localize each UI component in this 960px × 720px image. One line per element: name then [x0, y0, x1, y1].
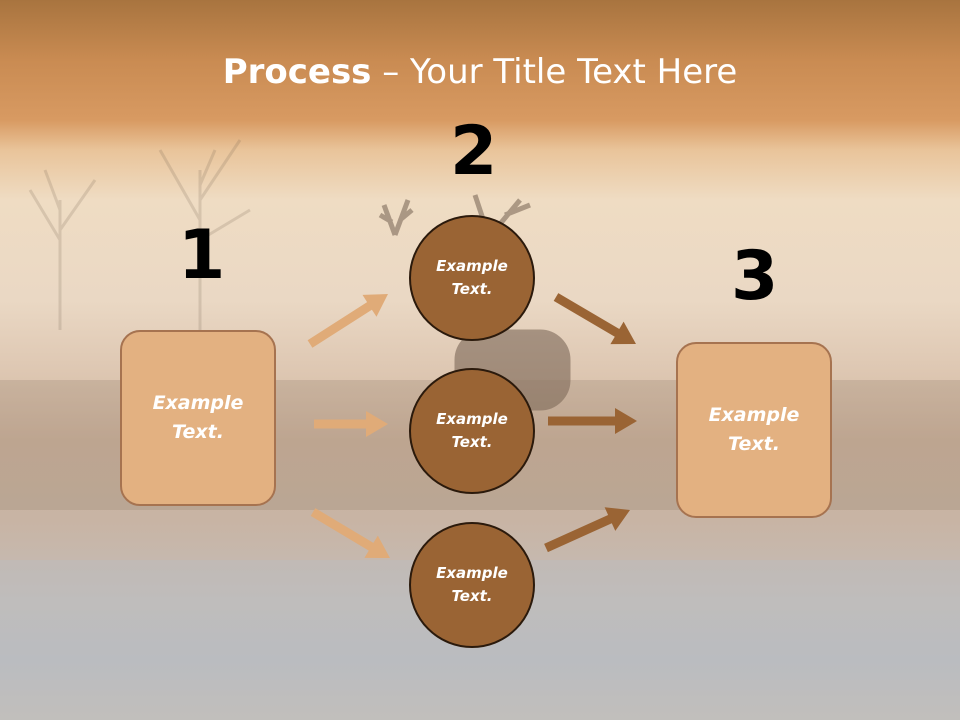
- tree-silhouette: [28, 139, 251, 330]
- step-2-circle-3: Example Text.: [409, 522, 535, 648]
- step-2-number: 2: [450, 112, 498, 191]
- step-1-box: Example Text.: [120, 330, 276, 506]
- title-bold: Process: [222, 52, 372, 92]
- step-2-circle-1-text: Example Text.: [436, 257, 508, 298]
- step-3-box: Example Text.: [676, 342, 832, 518]
- step-2-circle-1: Example Text.: [409, 215, 535, 341]
- arrow-2-bottom-to-3: [544, 507, 630, 553]
- arrow-1-to-2-middle: [314, 411, 388, 437]
- arrow-2-top-to-3: [553, 293, 636, 345]
- step-2-circle-3-text: Example Text.: [436, 564, 508, 605]
- title-rest: – Your Title Text Here: [371, 52, 738, 92]
- arrow-1-to-2-top: [307, 294, 388, 348]
- arrow-1-to-2-bottom: [310, 508, 390, 558]
- slide-title: Process – Your Title Text Here: [0, 52, 960, 92]
- step-1-number: 1: [178, 216, 226, 295]
- arrow-2-middle-to-3: [548, 408, 637, 434]
- step-3-text: Example Text.: [708, 404, 800, 455]
- step-1-text: Example Text.: [152, 392, 244, 443]
- step-3-number: 3: [731, 237, 779, 316]
- step-2-circle-2: Example Text.: [409, 368, 535, 494]
- step-2-circle-2-text: Example Text.: [436, 410, 508, 451]
